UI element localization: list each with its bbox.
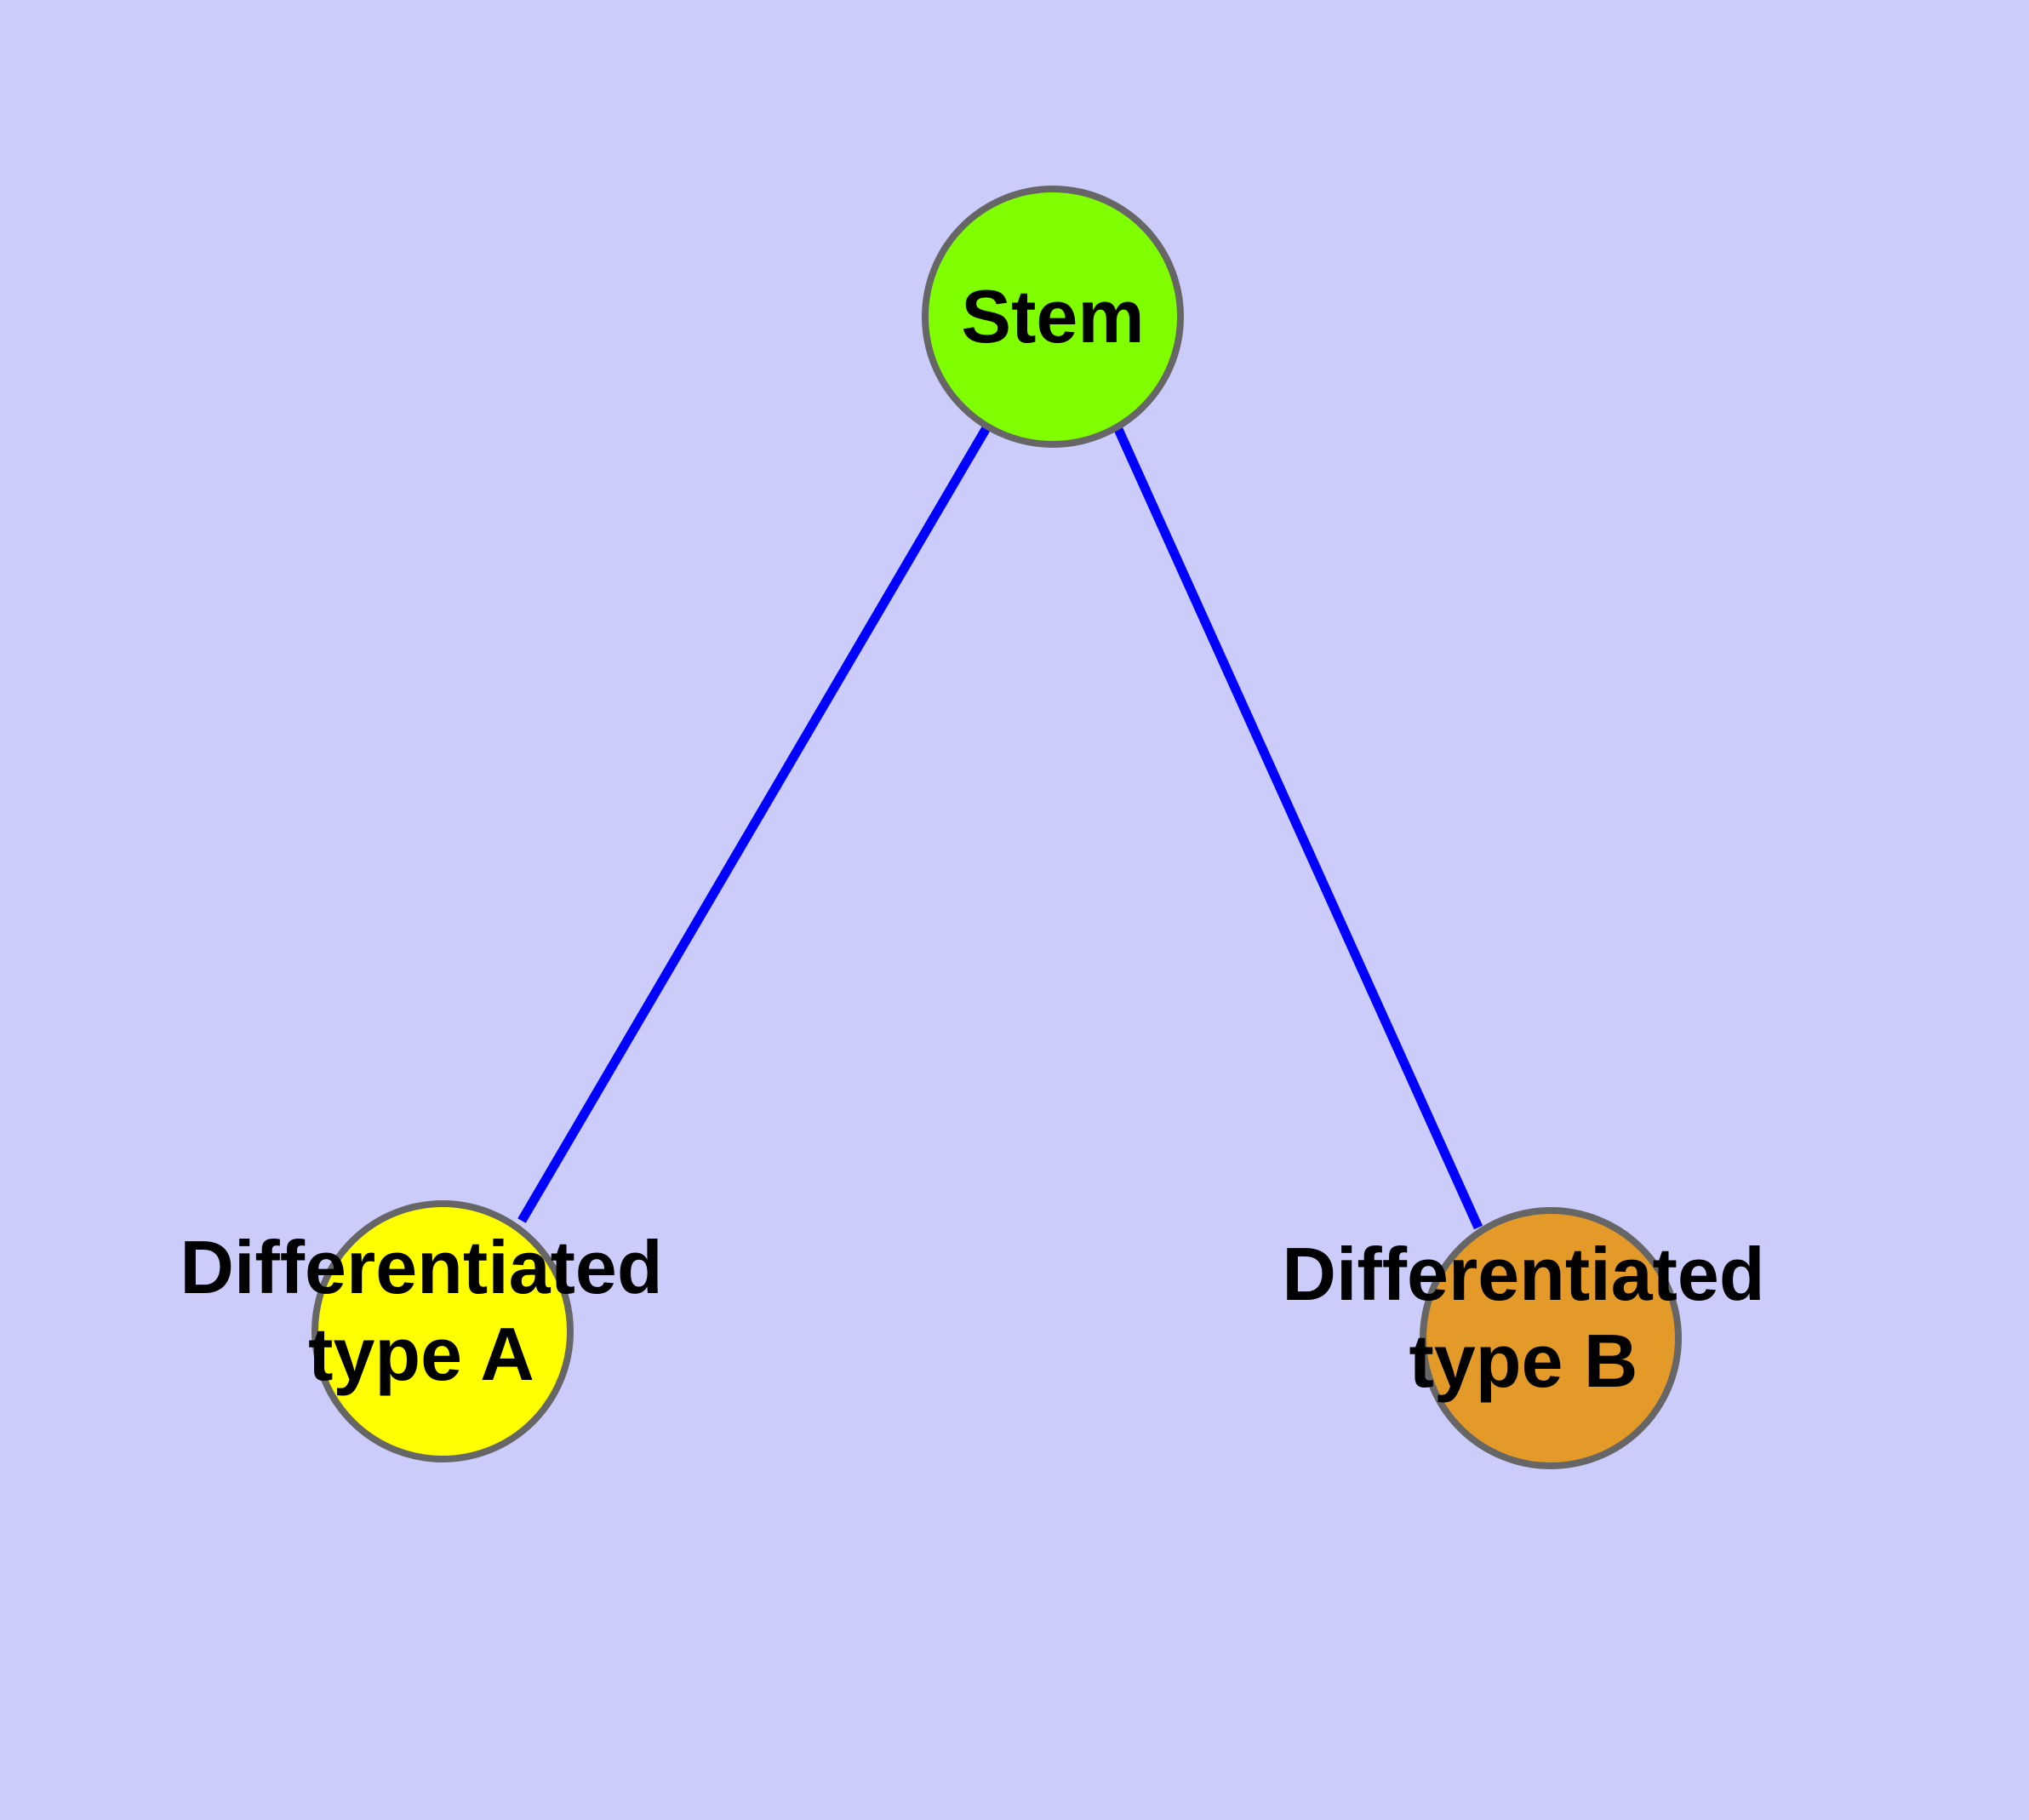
- edge-stem-to-differentiated-type-b[interactable]: [1112, 425, 1483, 1230]
- node-stem-circle[interactable]: [922, 186, 1184, 448]
- edge-stem-to-differentiated-type-a[interactable]: [517, 424, 992, 1223]
- node-label-line: Differentiated: [1282, 1232, 1764, 1316]
- node-differentiated-type-a-circle[interactable]: [311, 1200, 574, 1462]
- node-differentiated-type-b-circle[interactable]: [1420, 1207, 1682, 1469]
- node-label-line: type B: [1409, 1319, 1638, 1403]
- node-label-line: type A: [308, 1312, 534, 1396]
- node-layer: [311, 186, 1682, 1469]
- node-stem-label: Stem: [961, 274, 1144, 358]
- node-label-line: Stem: [961, 274, 1144, 358]
- edge-layer: [517, 424, 1483, 1230]
- node-label-line: Differentiated: [180, 1225, 662, 1309]
